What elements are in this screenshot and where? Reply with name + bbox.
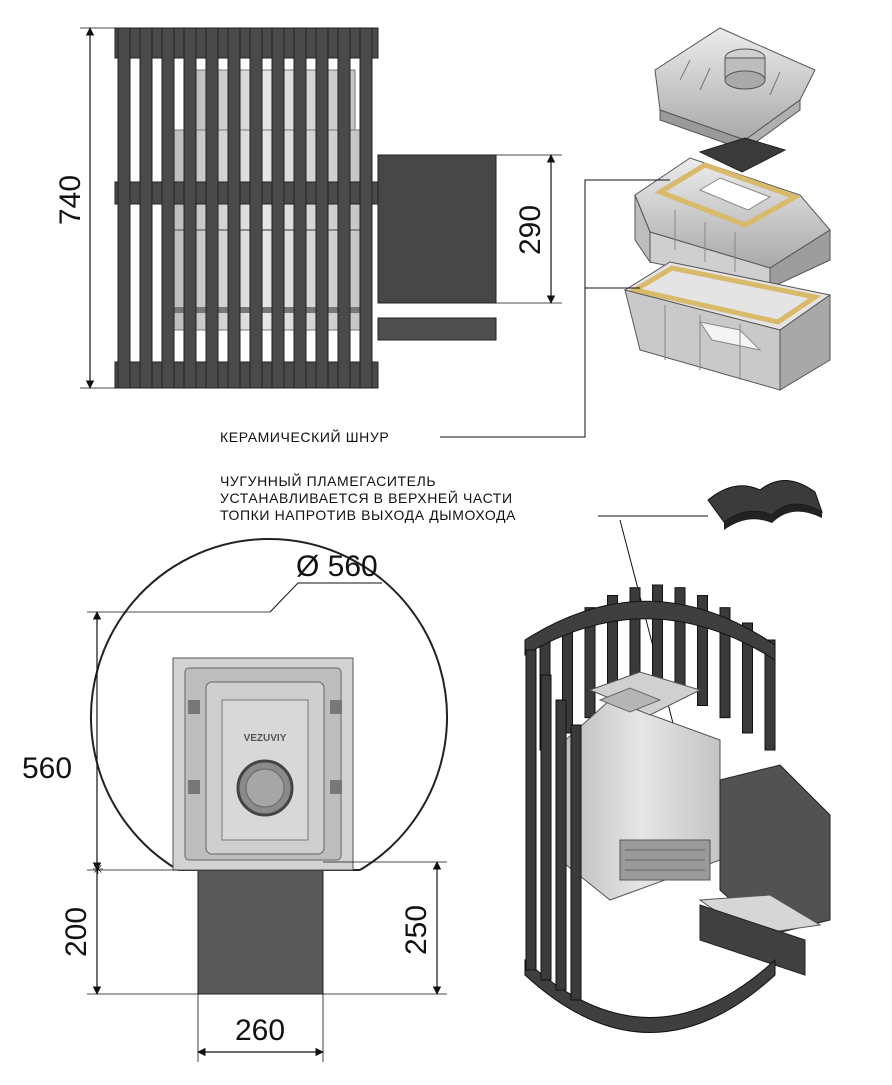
iso-cage-back-bar	[697, 595, 708, 707]
side-cage-bar	[117, 27, 131, 389]
door-logo: VEZUVIY	[244, 733, 287, 744]
side-cage-bar	[183, 27, 197, 389]
label-flame-arrester-line2: УСТАНАВЛИВАЕТСЯ В ВЕРХНЕЙ ЧАСТИ	[220, 489, 513, 506]
side-cage-bar	[249, 27, 263, 389]
dim-diameter: Ø 560	[296, 550, 378, 583]
iso-cage-back-bar	[719, 607, 731, 719]
iso-tunnel	[719, 764, 831, 936]
iso-cage-front-bar	[525, 649, 537, 971]
dim-height-total: 740	[54, 175, 87, 225]
side-cage-bar	[139, 27, 153, 389]
label-flame-arrester-line3: ТОПКИ НАПРОТИВ ВЫХОДА ДЫМОХОДА	[220, 507, 516, 523]
dim-flue-height: 290	[514, 205, 547, 255]
firebox-lid	[654, 27, 816, 151]
iso-cage-top-ring	[524, 600, 776, 661]
label-ceramic-cord: КЕРАМИЧЕСКИЙ ШНУР	[220, 428, 389, 445]
dim-tunnel-offset: 200	[60, 907, 93, 957]
side-cage-bar	[315, 27, 329, 389]
exploded-firebox	[440, 27, 832, 438]
iso-cage-front-bar	[555, 699, 567, 991]
side-cage-bar	[227, 27, 241, 389]
firebox-lower	[623, 261, 832, 391]
side-flue-tunnel	[377, 154, 497, 304]
side-view: 740 290	[54, 27, 562, 389]
flame-arrester	[598, 480, 823, 751]
isometric-assembly	[524, 584, 831, 1033]
iso-cage-back-bar	[764, 639, 776, 751]
label-flame-arrester-line1: ЧУГУННЫЙ ПЛАМЕГАСИТЕЛЬ	[220, 472, 436, 489]
dim-tunnel-width: 260	[235, 1014, 285, 1047]
svg-text:✳: ✳	[92, 861, 104, 877]
iso-cage-bottom-ring	[524, 958, 776, 1033]
firebox-upper	[634, 157, 831, 289]
dim-tunnel-length: 250	[400, 905, 433, 955]
iso-cage-front-bar	[570, 724, 582, 1001]
dim-depth: 560	[22, 752, 72, 785]
side-cage-bar	[337, 27, 351, 389]
side-cage-bars	[117, 27, 373, 389]
side-cage-bottom-band	[114, 361, 379, 389]
side-cage-bar	[359, 27, 373, 389]
side-fuel-tunnel	[377, 317, 497, 341]
iso-cage-front-bars	[525, 649, 582, 1001]
side-cage-bar	[271, 27, 285, 389]
side-cage-top-band	[114, 27, 379, 59]
iso-cage-front-bar	[540, 674, 552, 981]
top-view: VEZUVIY Ø 560 560 ✳ 200 250 260	[22, 538, 448, 1062]
cord-leader	[440, 179, 670, 438]
iso-cage-back-bar	[742, 622, 753, 734]
side-cage-bar	[293, 27, 307, 389]
side-cage-bar	[205, 27, 219, 389]
side-cage-mid-band	[114, 181, 379, 205]
side-cage-bar	[161, 27, 175, 389]
cord-plate	[698, 137, 787, 173]
top-tunnel	[197, 869, 324, 995]
